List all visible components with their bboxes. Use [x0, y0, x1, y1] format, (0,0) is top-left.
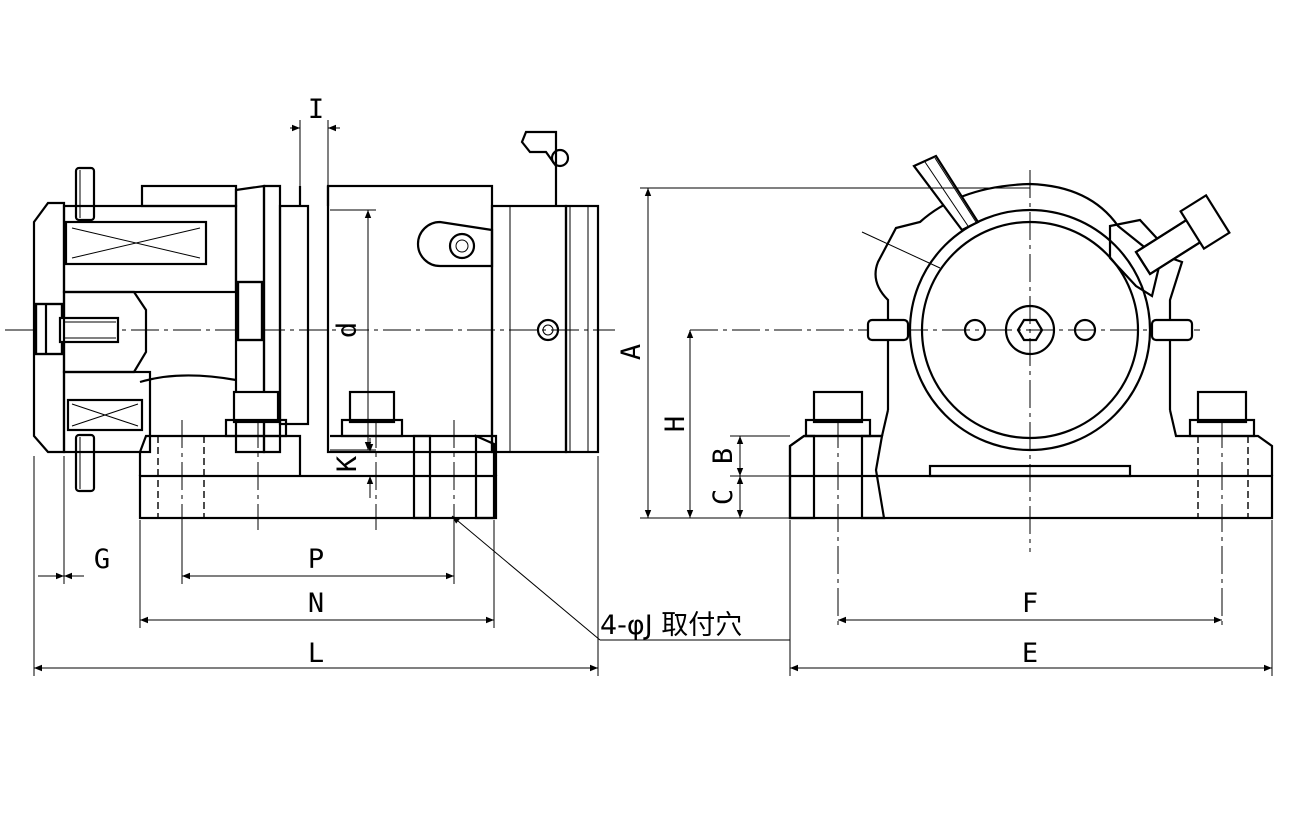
- label-H: H: [660, 416, 691, 432]
- side-view: [5, 130, 615, 530]
- index-disc: [278, 204, 310, 426]
- label-P: P: [308, 544, 324, 575]
- front-view: [690, 154, 1274, 628]
- spindle-section: [62, 184, 266, 454]
- label-F: F: [1022, 588, 1038, 619]
- label-G: G: [94, 544, 110, 575]
- lock-bolt: [1108, 193, 1231, 298]
- label-d: d: [332, 322, 363, 338]
- label-I: I: [308, 94, 324, 125]
- label-B: B: [708, 448, 739, 464]
- side-base: [138, 390, 498, 530]
- label-E: E: [1022, 638, 1038, 669]
- main-housing: [326, 130, 600, 454]
- faceplate: [32, 201, 120, 454]
- dimension-lines: [33, 120, 1273, 676]
- clamp-pin-bottom: [74, 433, 96, 493]
- label-L: L: [308, 638, 324, 669]
- label-A: A: [616, 344, 647, 360]
- front-disc: [908, 208, 1152, 452]
- label-C: C: [708, 489, 739, 505]
- clamp-pin-top: [74, 166, 96, 222]
- front-housing: [874, 182, 1184, 410]
- label-K: K: [332, 455, 363, 472]
- index-lever: [912, 154, 980, 232]
- front-base: [788, 390, 1274, 628]
- dimension-labels: I d K G P N L A H B C F E 4-φJ 取付穴: [94, 94, 1038, 669]
- label-N: N: [308, 588, 324, 619]
- label-mounting-holes: 4-φJ 取付穴: [600, 610, 742, 641]
